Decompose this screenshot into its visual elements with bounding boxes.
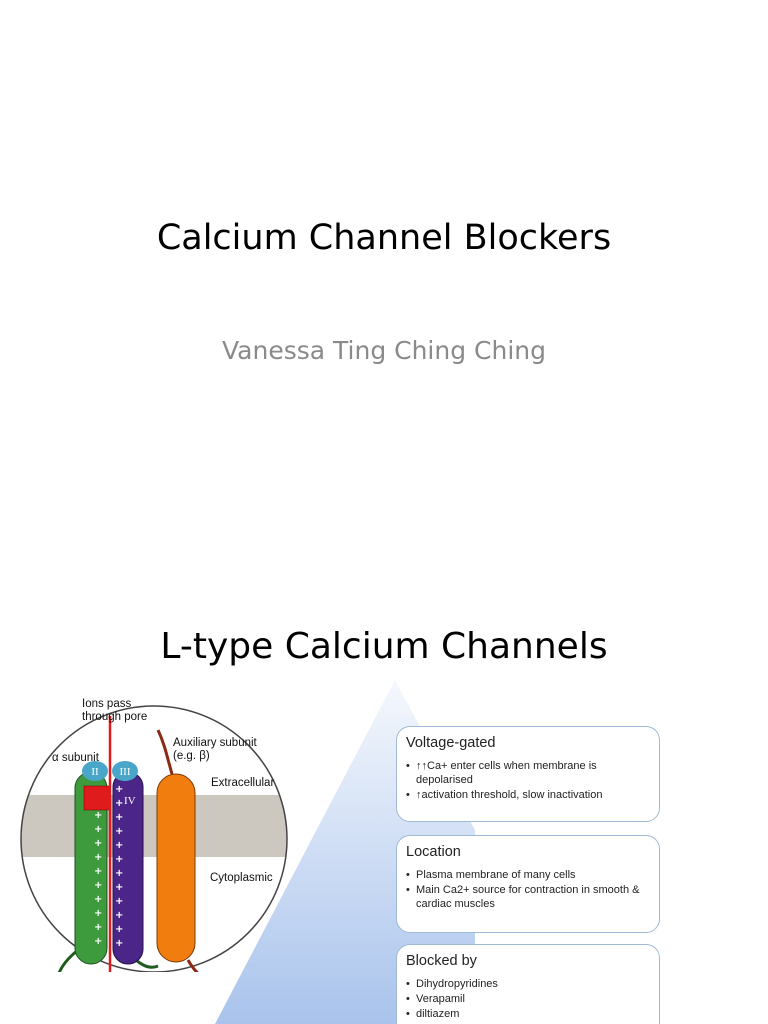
ions-label: Ions pass through pore <box>82 698 148 723</box>
svg-text:+: + <box>94 810 102 821</box>
svg-text:+: + <box>115 840 123 851</box>
slide-title: Calcium Channel Blockers <box>156 218 612 258</box>
svg-text:+: + <box>115 910 123 921</box>
svg-text:+: + <box>115 854 123 865</box>
bullet-item: diltiazem <box>406 1007 649 1021</box>
svg-text:+: + <box>94 936 102 947</box>
bullet-item: Plasma membrane of many cells <box>406 868 649 882</box>
alpha-subunit-label: α subunit <box>52 752 99 764</box>
svg-text:+: + <box>115 868 123 879</box>
svg-text:+: + <box>115 896 123 907</box>
cytoplasmic-label: Cytoplasmic <box>210 872 273 884</box>
content-slide: L-type Calcium Channels <box>0 576 768 1024</box>
domain-label-iii: III <box>120 766 131 778</box>
svg-text:+: + <box>94 922 102 933</box>
box-heading: Blocked by <box>406 953 477 969</box>
bullet-item: Verapamil <box>406 992 649 1006</box>
domain-label-ii: II <box>91 766 99 778</box>
svg-text:+: + <box>115 798 123 809</box>
bullet-item: Dihydropyridines <box>406 977 649 991</box>
domain-cap-ii <box>82 761 108 781</box>
svg-text:+: + <box>94 908 102 919</box>
channel-svg: II III IV + + + + + + + + + + + + + + + + + + + + + + <box>20 705 288 992</box>
domain-label-iv: IV <box>124 795 136 807</box>
svg-text:+: + <box>94 838 102 849</box>
info-box-voltage-gated: Voltage-gated ↑↑Ca+ enter cells when mem… <box>396 726 660 822</box>
bullet-item: ↑activation threshold, slow inactivation <box>406 788 649 802</box>
svg-text:+: + <box>115 938 123 949</box>
membrane-band <box>21 795 287 857</box>
bullet-item: ↑↑Ca+ enter cells when membrane is depol… <box>406 759 649 787</box>
info-box-blocked-by: Blocked by Dihydropyridines Verapamil di… <box>396 944 660 1024</box>
auxiliary-subunit <box>156 773 196 963</box>
slide-title: L-type Calcium Channels <box>160 626 608 667</box>
domain-cap-iii <box>112 761 138 781</box>
svg-text:+: + <box>115 924 123 935</box>
svg-text:+: + <box>94 866 102 877</box>
box-heading: Voltage-gated <box>406 735 496 751</box>
svg-text:+: + <box>94 894 102 905</box>
svg-text:+: + <box>94 852 102 863</box>
extracellular-label: Extracellular <box>211 777 275 789</box>
svg-text:+: + <box>94 824 102 835</box>
bullet-list: Dihydropyridines Verapamil diltiazem <box>406 977 649 1021</box>
title-slide: Calcium Channel Blockers Vanessa Ting Ch… <box>156 218 612 365</box>
slide-subtitle: Vanessa Ting Ching Ching <box>222 336 546 365</box>
svg-text:+: + <box>94 880 102 891</box>
pore-block <box>83 785 111 811</box>
charge-plus-marks: + + + + + + + + + + + + + + + + + + + + + + <box>94 784 123 949</box>
bullet-list: Plasma membrane of many cells Main Ca2+ … <box>406 868 649 911</box>
svg-text:+: + <box>115 826 123 837</box>
svg-text:+: + <box>115 882 123 893</box>
bullet-list: ↑↑Ca+ enter cells when membrane is depol… <box>406 759 649 802</box>
info-box-location: Location Plasma membrane of many cells M… <box>396 835 660 933</box>
bullet-item: Main Ca2+ source for contraction in smoo… <box>406 883 649 911</box>
box-heading: Location <box>406 844 461 860</box>
svg-text:+: + <box>115 784 123 795</box>
auxiliary-subunit-label: Auxiliary subunit (e.g. β) <box>173 737 257 762</box>
channel-diagram: II III IV + + + + + + + + + + + + + + + + + + + + + + … <box>18 698 298 992</box>
svg-text:+: + <box>115 812 123 823</box>
